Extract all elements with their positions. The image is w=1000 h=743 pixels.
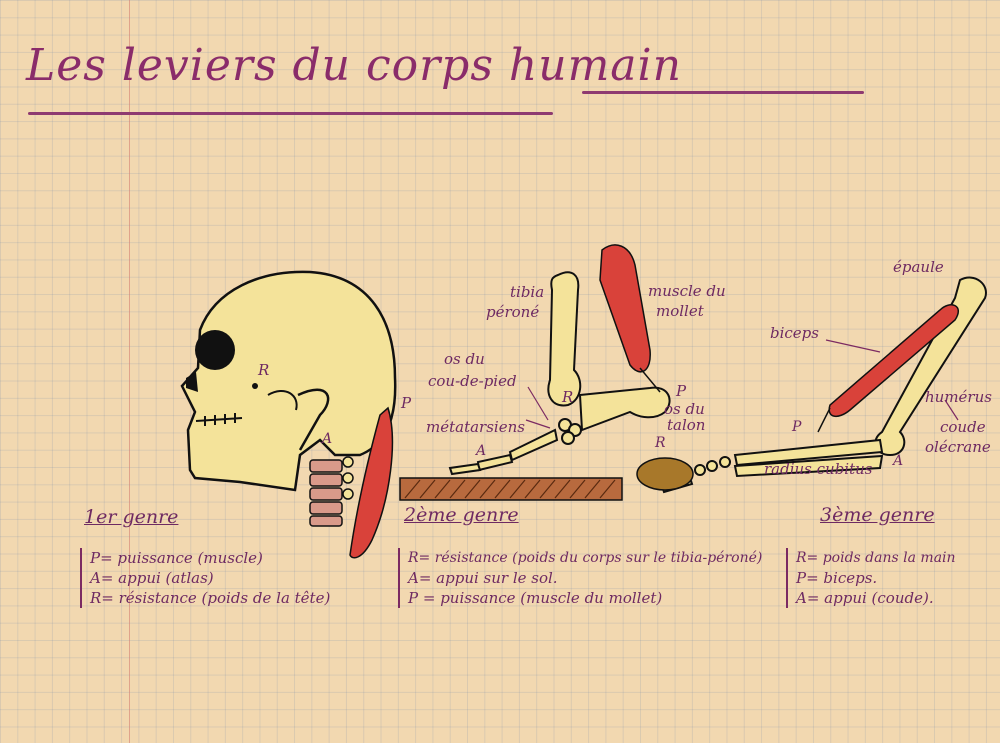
label-os-talon-line1: os du bbox=[664, 400, 705, 418]
calf-muscle bbox=[599, 244, 651, 373]
label-radius-cubitus: radius cubitus bbox=[764, 460, 873, 478]
weight-in-hand bbox=[636, 457, 694, 491]
label-olecrane: olécrane bbox=[925, 438, 991, 456]
legend-line: P= biceps. bbox=[796, 569, 878, 587]
skull-label-r: R bbox=[258, 361, 270, 379]
heading-first-class: 1er genre bbox=[84, 506, 179, 528]
foot-bones bbox=[448, 271, 671, 476]
label-perone: péroné bbox=[486, 303, 540, 321]
legend-line: R= résistance (poids de la tête) bbox=[90, 589, 331, 607]
legend-line: A= appui (coude). bbox=[796, 589, 934, 607]
label-coude: coude bbox=[940, 418, 986, 436]
arm-label-p: P bbox=[792, 419, 802, 435]
heading-second-class: 2ème genre bbox=[404, 504, 519, 526]
legend-second-class: R= résistance (poids du corps sur le tib… bbox=[398, 548, 762, 608]
label-epaule: épaule bbox=[893, 258, 944, 276]
foot-label-r: R bbox=[562, 388, 574, 406]
vertebrae bbox=[309, 459, 343, 527]
label-os-line1: os du bbox=[444, 350, 485, 368]
skull-label-p: P bbox=[401, 394, 412, 412]
legend-line: A= appui sur le sol. bbox=[408, 569, 558, 587]
foot-label-a: A bbox=[476, 443, 487, 459]
skull-label-a: A bbox=[322, 431, 333, 447]
foot-label-p: P bbox=[676, 382, 687, 400]
page-title: Les leviers du corps humain bbox=[26, 40, 682, 91]
arm-label-r: R bbox=[655, 435, 666, 451]
label-humerus: humérus bbox=[925, 388, 992, 406]
legend-line: P = puissance (muscle du mollet) bbox=[408, 589, 663, 607]
legend-first-class: P= puissance (muscle) A= appui (atlas) R… bbox=[80, 548, 330, 608]
skull-drawing bbox=[180, 270, 397, 492]
arm-label-a: A bbox=[893, 453, 904, 469]
label-tibia: tibia bbox=[510, 283, 545, 301]
arm-bones bbox=[660, 276, 987, 494]
title-underline bbox=[28, 112, 553, 115]
legend-line: R= poids dans la main bbox=[796, 550, 956, 566]
title-rule bbox=[582, 91, 864, 94]
label-muscle-line1: muscle du bbox=[648, 282, 726, 300]
biceps-muscle bbox=[828, 304, 960, 417]
legend-line: A= appui (atlas) bbox=[90, 569, 214, 587]
label-biceps: biceps bbox=[770, 324, 819, 342]
legend-line: P= puissance (muscle) bbox=[90, 549, 263, 567]
neck-muscle bbox=[349, 406, 394, 559]
legend-third-class: R= poids dans la main P= biceps. A= appu… bbox=[786, 548, 1000, 608]
label-os-line2: cou-de-pied bbox=[428, 372, 517, 390]
label-metatarsiens: métatarsiens bbox=[426, 418, 525, 436]
label-os-talon-line2: talon bbox=[667, 416, 706, 434]
heading-third-class: 3ème genre bbox=[820, 504, 935, 526]
eye-socket bbox=[195, 330, 235, 370]
label-muscle-line2: mollet bbox=[656, 302, 704, 320]
legend-line: R= résistance (poids du corps sur le tib… bbox=[408, 550, 763, 566]
notebook-margin-line bbox=[129, 0, 130, 743]
